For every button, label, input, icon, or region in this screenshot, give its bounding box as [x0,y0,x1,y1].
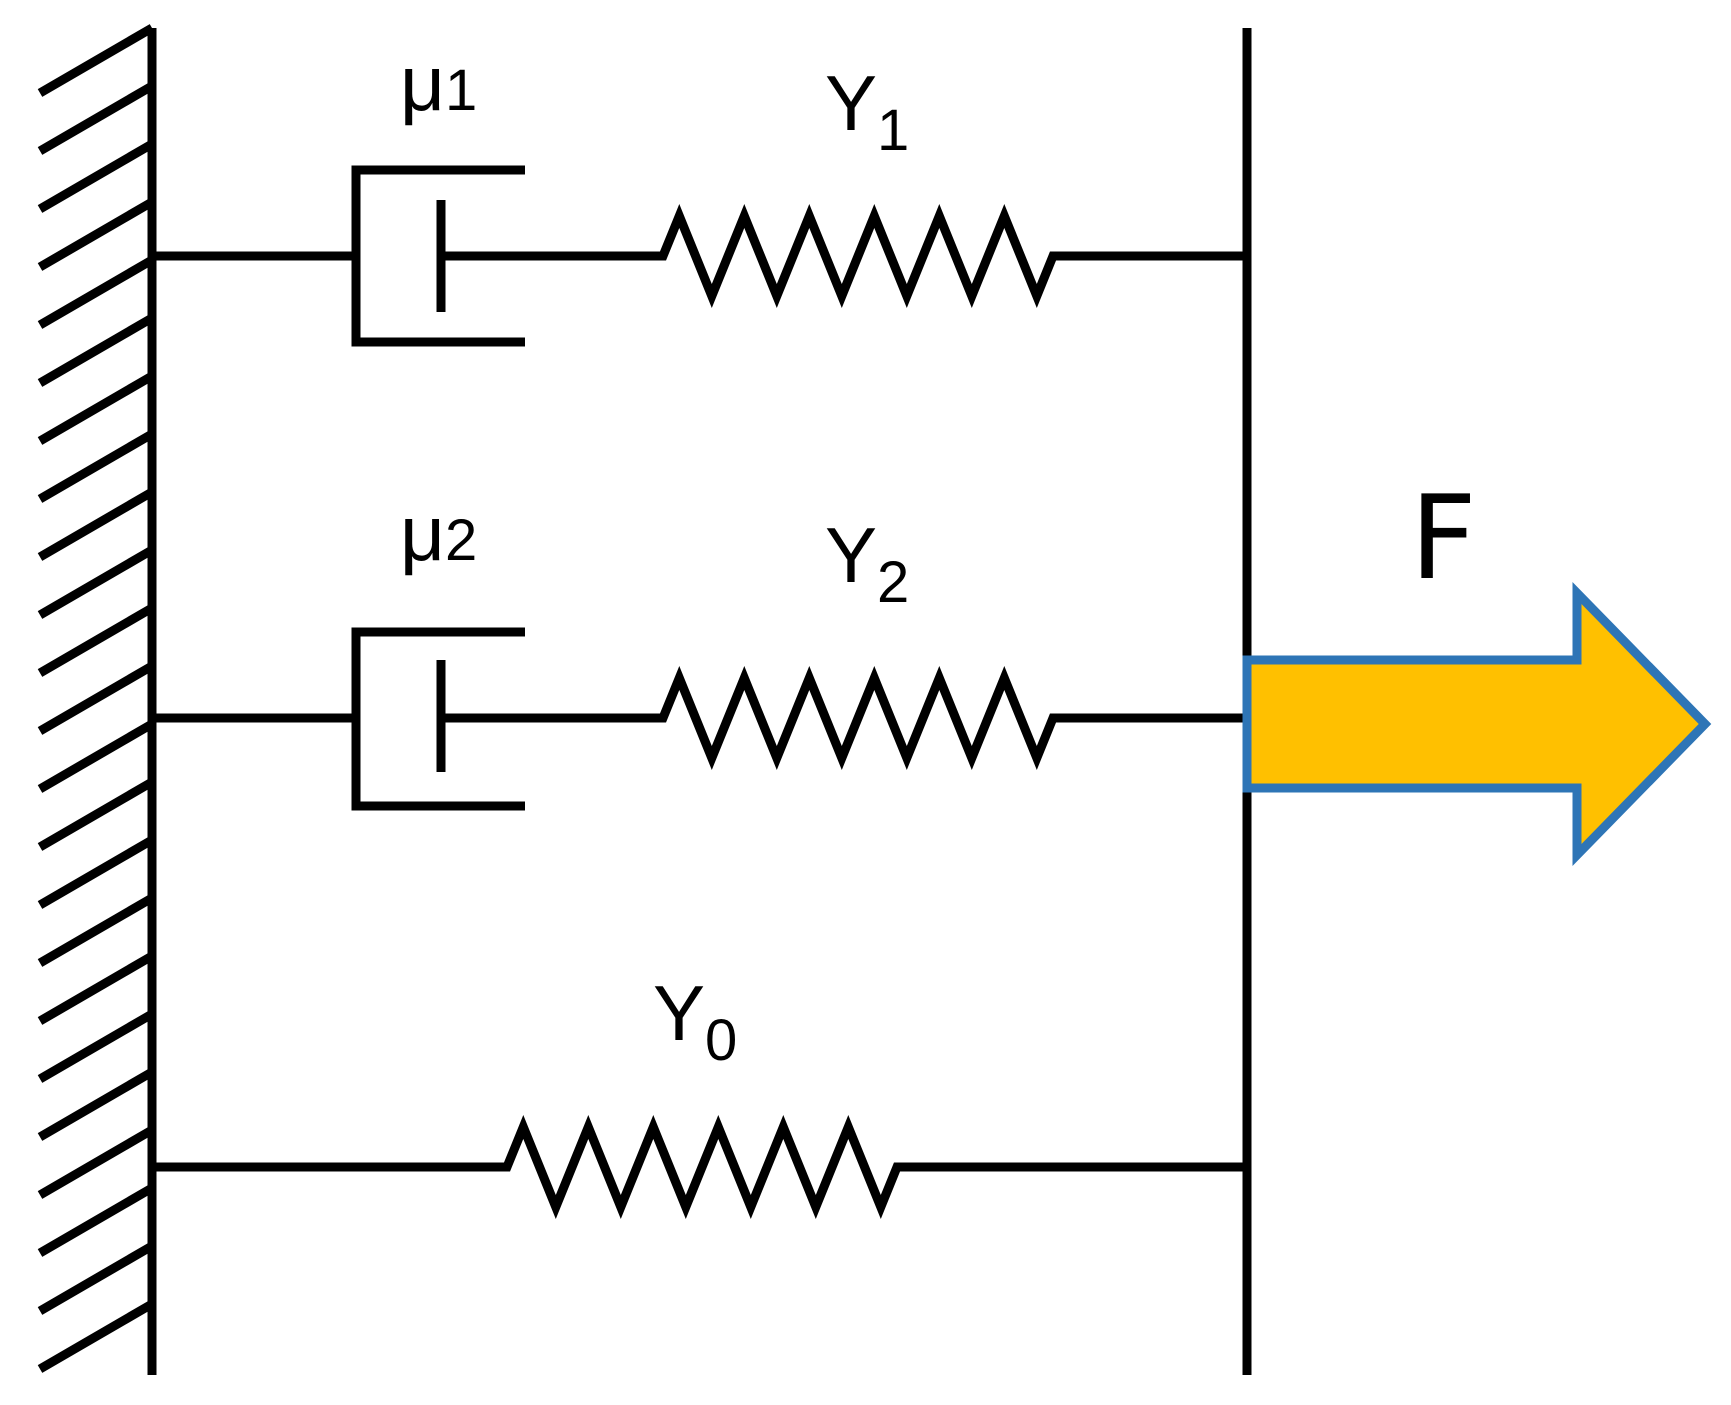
wall-hatch-line [37,82,155,155]
label-mu2: μ2 [400,489,477,577]
wall-hatch-line [37,140,155,213]
label-y1-sub: 1 [877,98,909,163]
wall-hatch-line [37,24,155,97]
label-mu2-base: μ [400,489,445,577]
label-y0-base: Y [653,969,705,1057]
wall-hatch-line [37,546,155,619]
wall-hatch-line [37,720,155,793]
label-y1-base: Y [825,59,877,147]
branch-2: μ2 Y2 [152,489,1247,811]
wall-hatch-line [37,1300,155,1373]
spring-y1-icon [441,204,1247,308]
wall-hatch-line [37,488,155,561]
fixed-wall [37,24,157,1375]
wall-hatch-line [37,778,155,851]
wall-hatch-line [37,1068,155,1141]
label-y1: Y1 [825,59,909,163]
wall-hatch-line [37,836,155,909]
wall-hatch-line [37,894,155,967]
wall-hatch-line [37,256,155,329]
label-mu1: μ1 [400,39,477,127]
label-y0: Y0 [653,969,737,1073]
wall-hatching-icon [37,24,155,1373]
wall-hatch-line [37,1242,155,1315]
label-y2-sub: 2 [877,550,909,615]
branch-0: Y0 [152,969,1247,1219]
damper-mu2-icon [351,627,525,811]
wall-hatch-line [37,952,155,1025]
label-mu1-sub: 1 [445,58,477,123]
branch-1: μ1 Y1 [152,39,1247,347]
label-force: F [1410,471,1477,606]
label-y2: Y2 [825,511,909,615]
wall-hatch-line [37,1126,155,1199]
wall-hatch-line [37,1010,155,1083]
wall-hatch-line [37,662,155,735]
label-y2-base: Y [825,511,877,599]
wall-hatch-line [37,198,155,271]
force-arrow-icon [1242,581,1712,867]
wall-hatch-line [37,430,155,503]
label-mu1-base: μ [400,39,445,127]
force-arrow: F [1242,471,1712,867]
damper-mu1-icon [351,165,525,347]
label-mu2-sub: 2 [445,508,477,573]
wall-hatch-line [37,604,155,677]
wall-hatch-line [37,314,155,387]
wall-hatch-line [37,372,155,445]
spring-y2-icon [441,666,1247,770]
wall-hatch-line [37,1184,155,1257]
label-y0-sub: 0 [705,1008,737,1073]
spring-y0-icon [152,1115,1247,1219]
